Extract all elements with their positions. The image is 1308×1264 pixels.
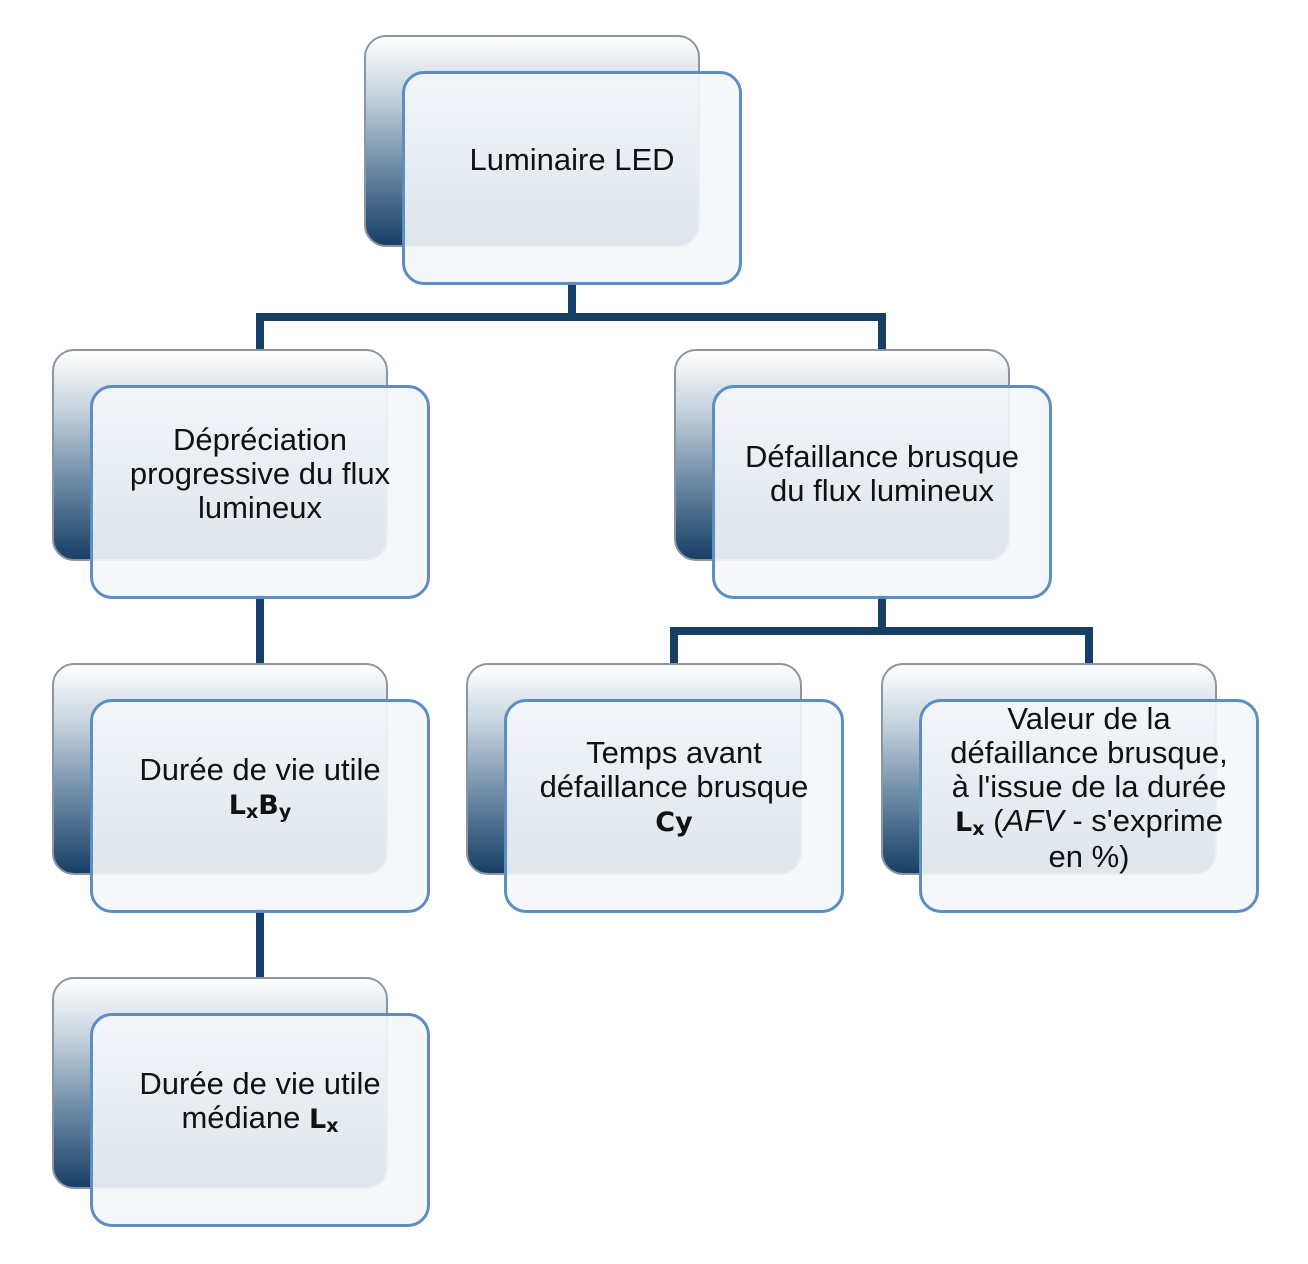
lx-symbol: Lx: [309, 1104, 339, 1137]
node-text: Luminaire LED: [469, 142, 675, 177]
node-duree-de-vie-utile: Durée de vie utile LxBy: [52, 663, 432, 913]
node-frame: [90, 699, 430, 913]
node-label: Défaillance brusque du flux lumineux: [732, 385, 1032, 563]
node-valeur-defaillance-brusque: Valeur de la défaillance brusque, à l'is…: [881, 663, 1261, 913]
symbol-l: L: [228, 790, 246, 821]
node-frame: [919, 699, 1259, 913]
node-label: Luminaire LED: [422, 71, 722, 249]
node-frame: [90, 1013, 430, 1227]
cy-symbol: Cy: [655, 807, 693, 838]
node-label: Temps avant défaillance brusque Cy: [524, 699, 824, 877]
symbol-l-subscript: x: [245, 801, 259, 823]
node-text: Défaillance brusque du flux lumineux: [744, 439, 1019, 508]
node-text: Valeur de la défaillance brusque, à l'is…: [950, 701, 1228, 804]
node-temps-avant-defaillance: Temps avant défaillance brusque Cy: [466, 663, 846, 913]
symbol-l-subscript: x: [326, 1115, 339, 1137]
symbol-l: L: [309, 1104, 327, 1135]
node-label: Dépréciation progressive du flux lumineu…: [110, 385, 410, 563]
symbol-b: B: [258, 790, 279, 821]
afv-paren-open: (: [993, 803, 1004, 838]
node-text: Temps avant défaillance brusque: [539, 735, 809, 804]
lxby-symbol: LxBy: [228, 790, 292, 823]
node-defaillance-brusque: Défaillance brusque du flux lumineux: [674, 349, 1054, 599]
symbol-l: L: [955, 807, 973, 838]
node-frame: [90, 385, 430, 599]
lx-symbol: Lx: [955, 807, 985, 840]
node-luminaire-led: Luminaire LED: [364, 35, 744, 285]
node-label: Durée de vie utile LxBy: [110, 699, 410, 877]
node-frame: [504, 699, 844, 913]
symbol-l-subscript: x: [972, 818, 985, 840]
node-label: Durée de vie utile médiane Lx: [110, 1013, 410, 1191]
node-depreciation-progressive: Dépréciation progressive du flux lumineu…: [52, 349, 432, 599]
afv-unit-note: - s'exprime en %): [1048, 803, 1223, 874]
node-text: Durée de vie utile: [139, 752, 381, 787]
node-text: Durée de vie utile médiane: [139, 1066, 381, 1135]
node-frame: [402, 71, 742, 285]
node-text: Dépréciation progressive du flux lumineu…: [129, 422, 391, 525]
node-frame: [712, 385, 1052, 599]
node-duree-de-vie-mediane: Durée de vie utile médiane Lx: [52, 977, 432, 1227]
node-label: Valeur de la défaillance brusque, à l'is…: [939, 701, 1239, 874]
symbol-b-subscript: y: [278, 801, 292, 823]
afv-abbreviation: AFV: [1003, 803, 1064, 838]
